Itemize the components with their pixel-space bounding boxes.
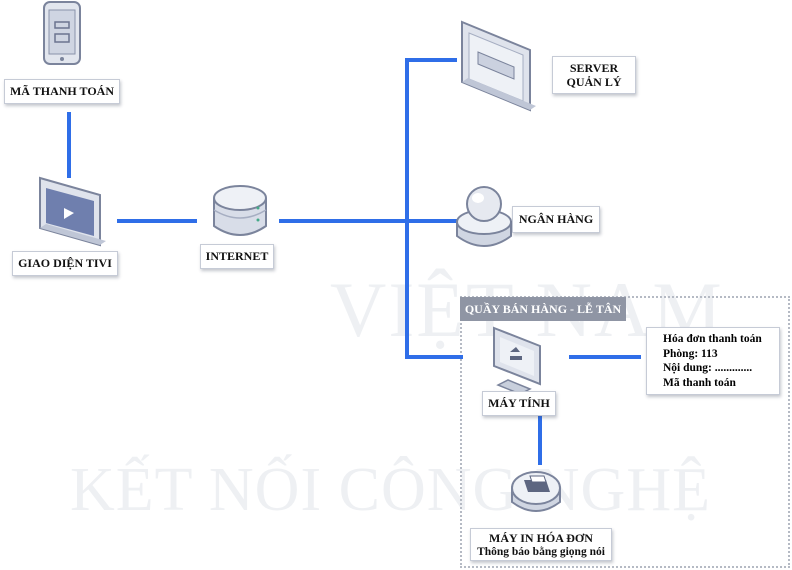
invoice-line-code: Mã thanh toán <box>663 376 736 389</box>
invoice-card: Hóa đơn thanh toán Phòng: 113 Nội dung: … <box>646 327 780 395</box>
internet-icon <box>213 185 267 236</box>
server-text-line2: QUẢN LÝ <box>566 75 622 89</box>
computer-icon <box>493 326 541 395</box>
connectors <box>67 58 641 465</box>
printer-label: MÁY IN HÓA ĐƠN Thông báo bằng giọng nói <box>470 528 612 561</box>
watermark-line2: KẾT NỐI CÔNG NGHỆ <box>70 456 711 524</box>
internet-text: INTERNET <box>205 249 269 263</box>
printer-text-line1: MÁY IN HÓA ĐƠN <box>489 531 593 545</box>
tv-interface-label: GIAO DIỆN TIVI <box>12 251 118 276</box>
tv-interface-text: GIAO DIỆN TIVI <box>18 256 112 270</box>
invoice-line-title: Hóa đơn thanh toán <box>663 333 762 345</box>
bank-icon <box>456 186 512 247</box>
printer-icon <box>511 471 561 512</box>
bank-label: NGÂN HÀNG <box>512 206 600 233</box>
tv-icon <box>39 176 106 247</box>
payment-code-label: MÃ THANH TOÁN <box>4 79 120 104</box>
invoice-line-content: Nội dung: ............. <box>663 362 753 374</box>
bank-text: NGÂN HÀNG <box>518 212 594 226</box>
internet-label: INTERNET <box>200 244 274 269</box>
computer-label: MÁY TÍNH <box>482 391 556 416</box>
phone-icon <box>43 1 81 65</box>
invoice-line-room: Phòng: 113 <box>663 347 718 360</box>
printer-text-line2: Thông báo bằng giọng nói <box>477 546 605 558</box>
server-label: SERVER QUẢN LÝ <box>552 56 636 94</box>
computer-text: MÁY TÍNH <box>488 396 550 410</box>
sales-counter-zone-title: QUẦY BÁN HÀNG - LỄ TÂN <box>460 297 626 321</box>
server-text-line1: SERVER <box>569 61 619 75</box>
payment-code-text: MÃ THANH TOÁN <box>9 84 114 98</box>
server-icon <box>461 20 536 112</box>
